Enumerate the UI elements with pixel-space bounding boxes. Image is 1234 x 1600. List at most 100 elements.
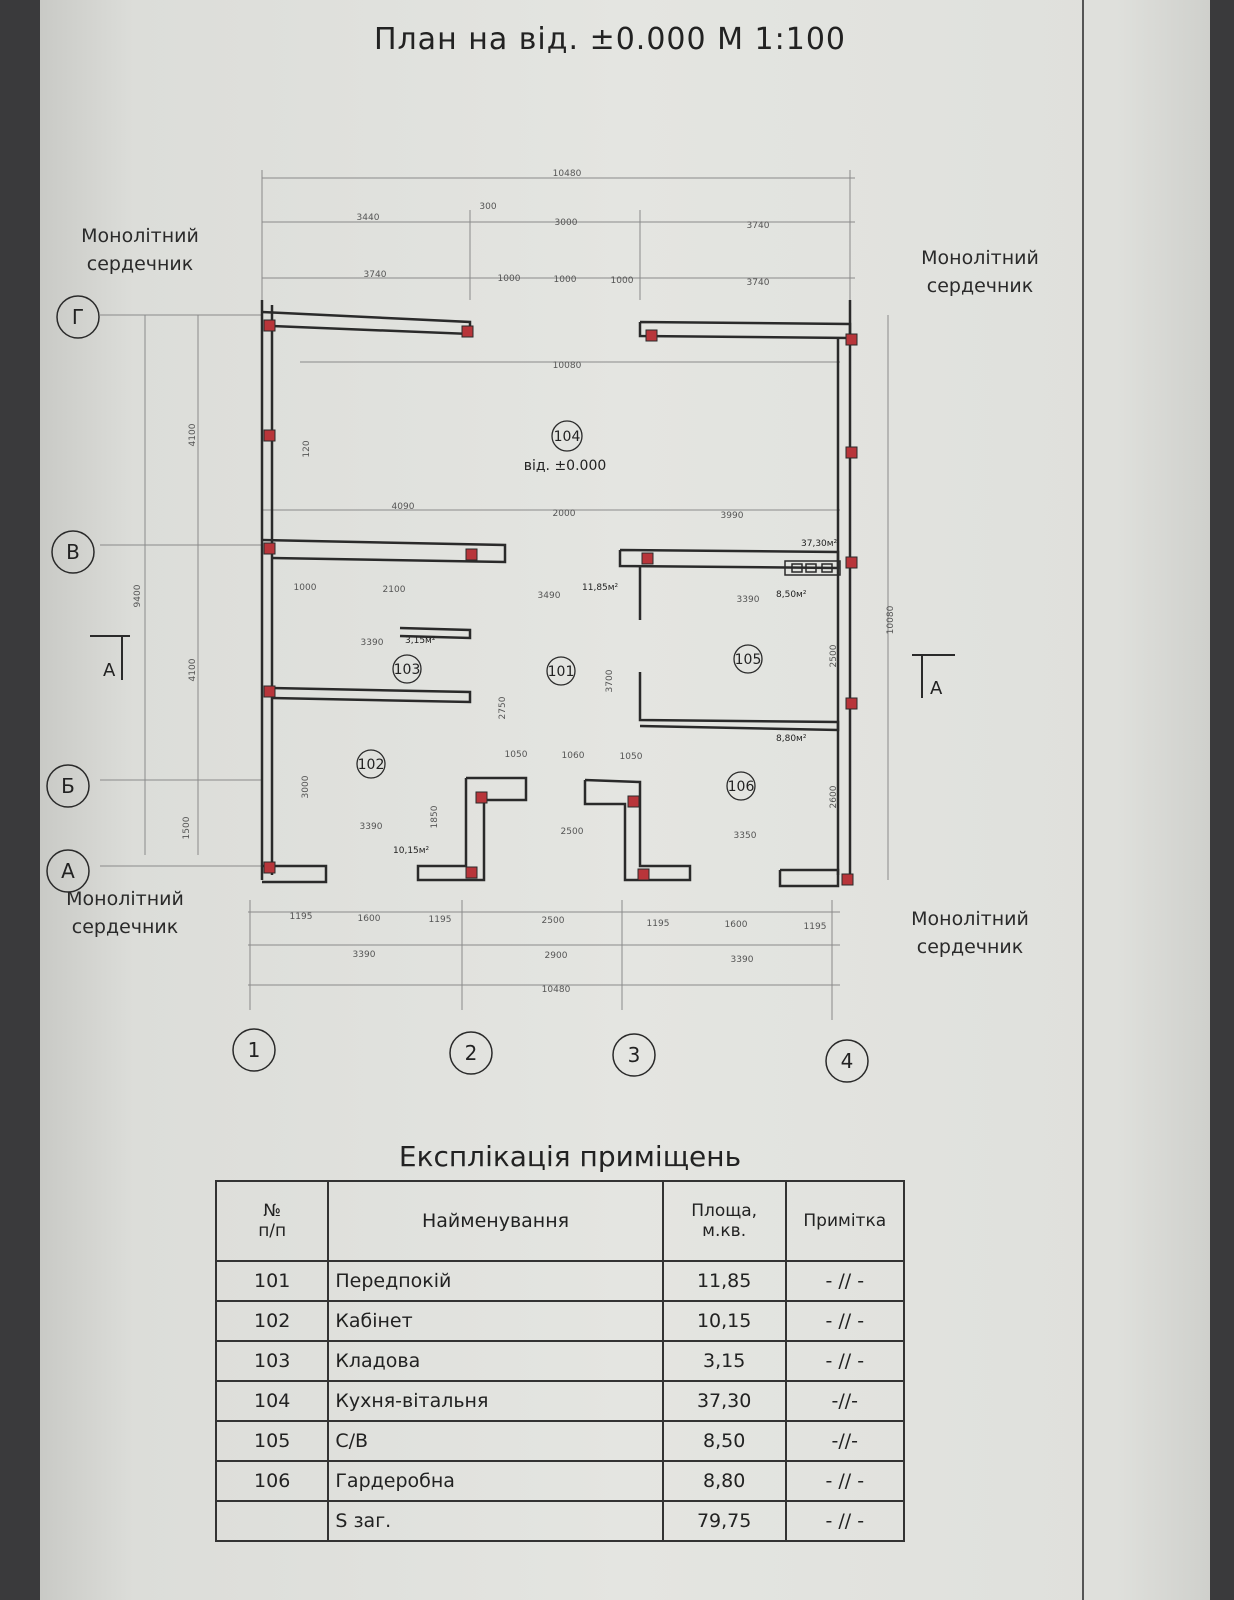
dim-misc-7: 1050: [505, 750, 528, 760]
axis-label-2: 2: [465, 1041, 478, 1065]
table-row: 106 Гардеробна 8,80 - // -: [214, 1460, 906, 1502]
room-bubbles: [356, 420, 763, 801]
header-number: № п/п: [214, 1180, 330, 1262]
dim-misc-8: 1060: [562, 751, 585, 761]
row-name: Кладова: [327, 1340, 664, 1382]
core-label-bottom-left: Монолітний сердечник: [66, 888, 184, 938]
room-area-102: 10,15м²: [393, 846, 430, 856]
room-area-101: 11,85м²: [582, 583, 619, 593]
section-mark-left: А: [103, 660, 116, 681]
dim-top-a-2: 300: [479, 202, 496, 212]
header-note: Примітка: [784, 1180, 906, 1262]
room-number-103: 103: [394, 662, 421, 678]
table-row: 103 Кладова 3,15 - // -: [214, 1340, 906, 1382]
dim-top-a-3: 3000: [555, 218, 578, 228]
dim-misc-15: 2750: [498, 696, 508, 719]
dim-misc-6: 3390: [360, 822, 383, 832]
dim-misc-10: 2500: [561, 827, 584, 837]
dim-misc-12: 120: [302, 440, 312, 457]
dim-bottom-a-2: 1600: [358, 914, 381, 924]
core-columns: [263, 319, 858, 886]
axis-label-1: 1: [248, 1038, 261, 1062]
header-name: Найменування: [327, 1180, 664, 1262]
dim-left-total: 9400: [133, 584, 143, 607]
table-row: 102 Кабінет 10,15 - // -: [214, 1300, 906, 1342]
room-numbers: 101 102 103 104 105 106: [358, 429, 762, 795]
dim-top-b-2: 1000: [498, 274, 521, 284]
table-total-row: S заг. 79,75 - // -: [214, 1500, 906, 1542]
dim-top-b-4: 1000: [611, 276, 634, 286]
sheet-border-line: [1082, 0, 1084, 1600]
section-mark-right: А: [930, 678, 943, 699]
row-note: - // -: [784, 1300, 906, 1342]
axis-label-4: 4: [841, 1049, 854, 1073]
core-label-bottom-right: Монолітний сердечник: [911, 908, 1029, 958]
row-area: 11,85: [661, 1260, 787, 1302]
row-area: 8,80: [661, 1460, 787, 1502]
dim-bottom-b-3: 3390: [731, 955, 754, 965]
dim-top-b-3: 1000: [554, 275, 577, 285]
walls: [260, 300, 852, 888]
axis-labels: Г В Б А 1 2 3 4: [61, 305, 853, 1073]
row-number: 106: [214, 1460, 330, 1502]
row-area: 37,30: [661, 1380, 787, 1422]
room-number-104: 104: [554, 429, 581, 445]
total-number: [214, 1500, 330, 1542]
row-name: Передпокій: [327, 1260, 664, 1302]
dim-left-1: 4100: [188, 423, 198, 446]
plan-title: План на від. ±0.000 М 1:100: [373, 22, 847, 57]
kitchen-counter: [784, 560, 841, 576]
total-note: - // -: [784, 1500, 906, 1542]
row-note: - // -: [784, 1340, 906, 1382]
dim-bottom-a-3: 1195: [429, 915, 452, 925]
floor-plan-svg: Г В Б А 1 2 3 4 А А 101 102 103 104 105 …: [46, 169, 955, 1083]
dim-row-v-1: 4090: [392, 502, 415, 512]
room-area-103: 3,15м²: [405, 636, 436, 646]
room-area-104: 37,30м²: [801, 539, 838, 549]
room-number-106: 106: [728, 779, 755, 795]
dim-misc-3: 3490: [538, 591, 561, 601]
dim-top-a-4: 3740: [747, 221, 770, 231]
core-label-top-right: Монолітний сердечник: [921, 247, 1039, 297]
row-note: -//-: [784, 1380, 906, 1422]
dim-top-total: 10480: [553, 169, 582, 179]
dim-right-total: 10080: [886, 605, 896, 634]
dim-misc-14: 3000: [301, 775, 311, 798]
dim-misc-5: 3390: [737, 595, 760, 605]
dim-misc-4: 3390: [361, 638, 384, 648]
axis-label-A: А: [61, 859, 75, 883]
dimension-lines: [100, 170, 889, 1020]
row-area: 3,15: [661, 1340, 787, 1382]
total-area: 79,75: [661, 1500, 787, 1542]
dim-left-3: 1500: [182, 816, 192, 839]
total-name: S заг.: [327, 1500, 664, 1542]
section-marks: [90, 635, 955, 698]
dim-bottom-b-2: 2900: [545, 951, 568, 961]
row-area: 10,15: [661, 1300, 787, 1342]
core-label-top-left: Монолітний сердечник: [81, 225, 199, 275]
dim-misc-18: 2600: [829, 785, 839, 808]
explication-title: Експлікація приміщень: [398, 1140, 742, 1173]
axis-label-G: Г: [72, 305, 84, 329]
row-name: Гардеробна: [327, 1460, 664, 1502]
dim-bottom-a-5: 1195: [647, 919, 670, 929]
explication-table: № п/п Найменування Площа, м.кв. Примітка…: [214, 1180, 906, 1542]
dim-misc-9: 1050: [620, 752, 643, 762]
table-row: 101 Передпокій 11,85 - // -: [214, 1260, 906, 1302]
axis-label-V: В: [66, 540, 80, 564]
dim-row-v-3: 3990: [721, 511, 744, 521]
dim-bottom-a-6: 1600: [725, 920, 748, 930]
row-area: 8,50: [661, 1420, 787, 1462]
dim-bottom-a-1: 1195: [290, 912, 313, 922]
dim-bottom-b-1: 3390: [353, 950, 376, 960]
dim-left-2: 4100: [188, 658, 198, 681]
dim-bottom-total: 10480: [542, 985, 571, 995]
axis-label-B: Б: [61, 774, 75, 798]
dim-bottom-a-7: 1195: [804, 922, 827, 932]
room-area-106: 8,80м²: [776, 734, 807, 744]
dim-top-a-1: 3440: [357, 213, 380, 223]
row-name: Кухня-вітальня: [327, 1380, 664, 1422]
room-number-102: 102: [358, 757, 385, 773]
axis-bubbles: [46, 295, 869, 1083]
room-number-105: 105: [735, 652, 762, 668]
